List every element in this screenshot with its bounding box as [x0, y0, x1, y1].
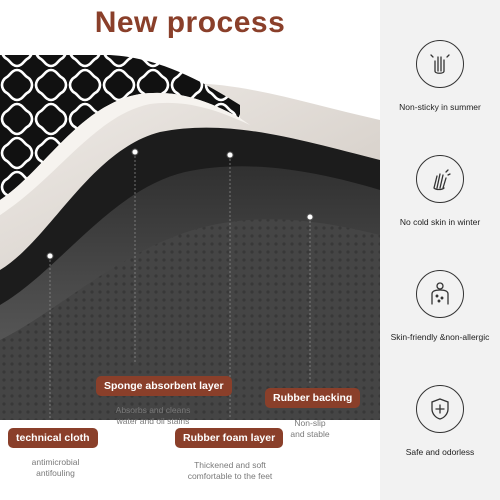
hand-icon — [416, 40, 464, 88]
body-icon — [416, 270, 464, 318]
feature-safe: Safe and odorless — [380, 385, 500, 457]
layer-desc-foam: Thickened and soft comfortable to the fe… — [170, 460, 290, 482]
layer-label-sponge: Sponge absorbent layer — [96, 376, 232, 396]
page-title: New process — [94, 6, 286, 39]
feature-label: Skin-friendly &non-allergic — [390, 332, 490, 342]
rubber-foam-layer — [0, 154, 380, 340]
rubber-backing-layer — [0, 204, 380, 420]
layer-desc-cloth: antimicrobial antifouling — [8, 457, 103, 479]
layer-label-foam: Rubber foam layer — [175, 428, 284, 448]
layer-desc-cloth-line2: antifouling — [36, 468, 75, 478]
layer-desc-backing-line1: Non-slip — [294, 418, 326, 428]
layer-desc-sponge-line2: water and oil stains — [116, 416, 190, 426]
layer-desc-backing: Non-slip and stable — [275, 418, 345, 440]
technical-cloth-layer — [0, 55, 240, 200]
layer-desc-backing-line2: and stable — [290, 429, 330, 439]
layer-desc-foam-line1: Thickened and soft — [194, 460, 266, 470]
layer-label-cloth: technical cloth — [8, 428, 98, 448]
waving-hand-icon — [416, 155, 464, 203]
layer-desc-foam-line2: comfortable to the feet — [187, 471, 273, 481]
dark-sheet-layer — [0, 112, 380, 305]
features-panel: Non-sticky in summer No cold skin in win… — [380, 0, 500, 500]
feature-label: No cold skin in winter — [399, 217, 481, 227]
layer-desc-sponge: Absorbs and cleans water and oil stains — [88, 405, 218, 427]
feature-label: Safe and odorless — [405, 447, 475, 457]
layer-desc-cloth-line1: antimicrobial — [31, 457, 80, 467]
feature-skin-friendly: Skin-friendly &non-allergic — [380, 270, 500, 342]
feature-no-cold: No cold skin in winter — [380, 155, 500, 227]
layer-label-backing: Rubber backing — [265, 388, 361, 408]
feature-label: Non-sticky in summer — [399, 102, 481, 112]
layer-desc-sponge-line1: Absorbs and cleans — [115, 405, 191, 415]
feature-non-sticky: Non-sticky in summer — [380, 40, 500, 112]
shield-plus-icon — [416, 385, 464, 433]
